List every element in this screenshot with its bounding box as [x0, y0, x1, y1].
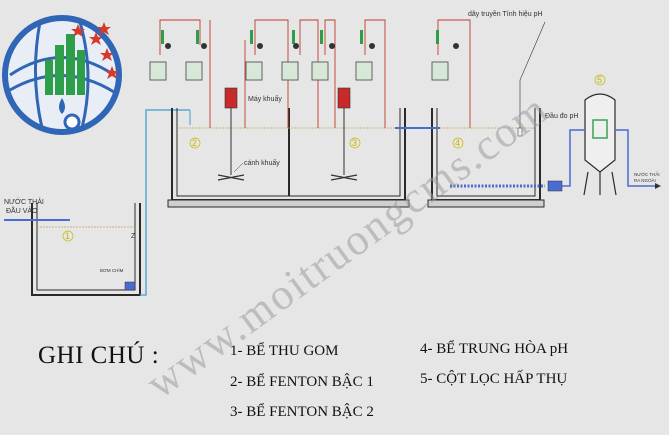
pipe-1-to-2: [140, 109, 190, 296]
mixer-motor-2: [330, 87, 358, 181]
watermark: www.moitruongcms.com: [137, 84, 558, 408]
legend-title: GHI CHÚ :: [38, 342, 160, 369]
outlet-pipe: [615, 129, 655, 187]
legend-item-1: 1- BỂ THU GOM: [230, 343, 339, 359]
dosing-system: [149, 19, 471, 128]
label-outlet-line2: RA NGOÀI: [634, 177, 656, 183]
label-inlet-line2: ĐẦU VÀO: [6, 205, 38, 215]
logo-stars-icon: [71, 22, 119, 79]
ph-signal-wire: [519, 21, 546, 128]
tank-number-4: 4: [455, 138, 460, 148]
tank-number-5: 5: [597, 75, 602, 85]
logo: [2, 15, 122, 135]
adsorption-column: [583, 93, 617, 196]
legend-item-3: 3- BỂ FENTON BẬC 2: [230, 404, 374, 420]
label-mixer-motor: Máy khuấy: [248, 94, 282, 103]
tank-fenton: [167, 108, 410, 208]
pump-icon: [547, 180, 563, 192]
tank-number-2: 2: [192, 138, 197, 148]
legend-item-4: 4- BỂ TRUNG HÒA pH: [420, 341, 569, 357]
svg-text:Z: Z: [131, 233, 136, 240]
tank-number-3: 3: [352, 138, 357, 148]
label-ph-probe: Đầu đo pH: [545, 111, 578, 120]
label-outlet-line1: NƯỚC THẢI: [634, 171, 660, 177]
ph-probe-icon: [517, 127, 523, 137]
legend-item-5: 5- CỘT LỌC HẤP THỤ: [420, 371, 568, 387]
label-inlet-line1: NƯỚC THẢI: [4, 197, 44, 206]
tank-neutralization: [427, 108, 545, 208]
tank-number-1: 1: [65, 231, 70, 241]
label-pump: BƠM CHÌM: [100, 267, 124, 273]
label-ph-wire: dây truyền Tính hiệu pH: [468, 9, 543, 18]
tank-collection: Z: [31, 203, 141, 296]
mixer-motor-1: [217, 87, 245, 181]
label-impeller: cánh khuấy: [244, 158, 280, 167]
legend-item-2: 2- BỂ FENTON BẬC 1: [230, 374, 374, 390]
